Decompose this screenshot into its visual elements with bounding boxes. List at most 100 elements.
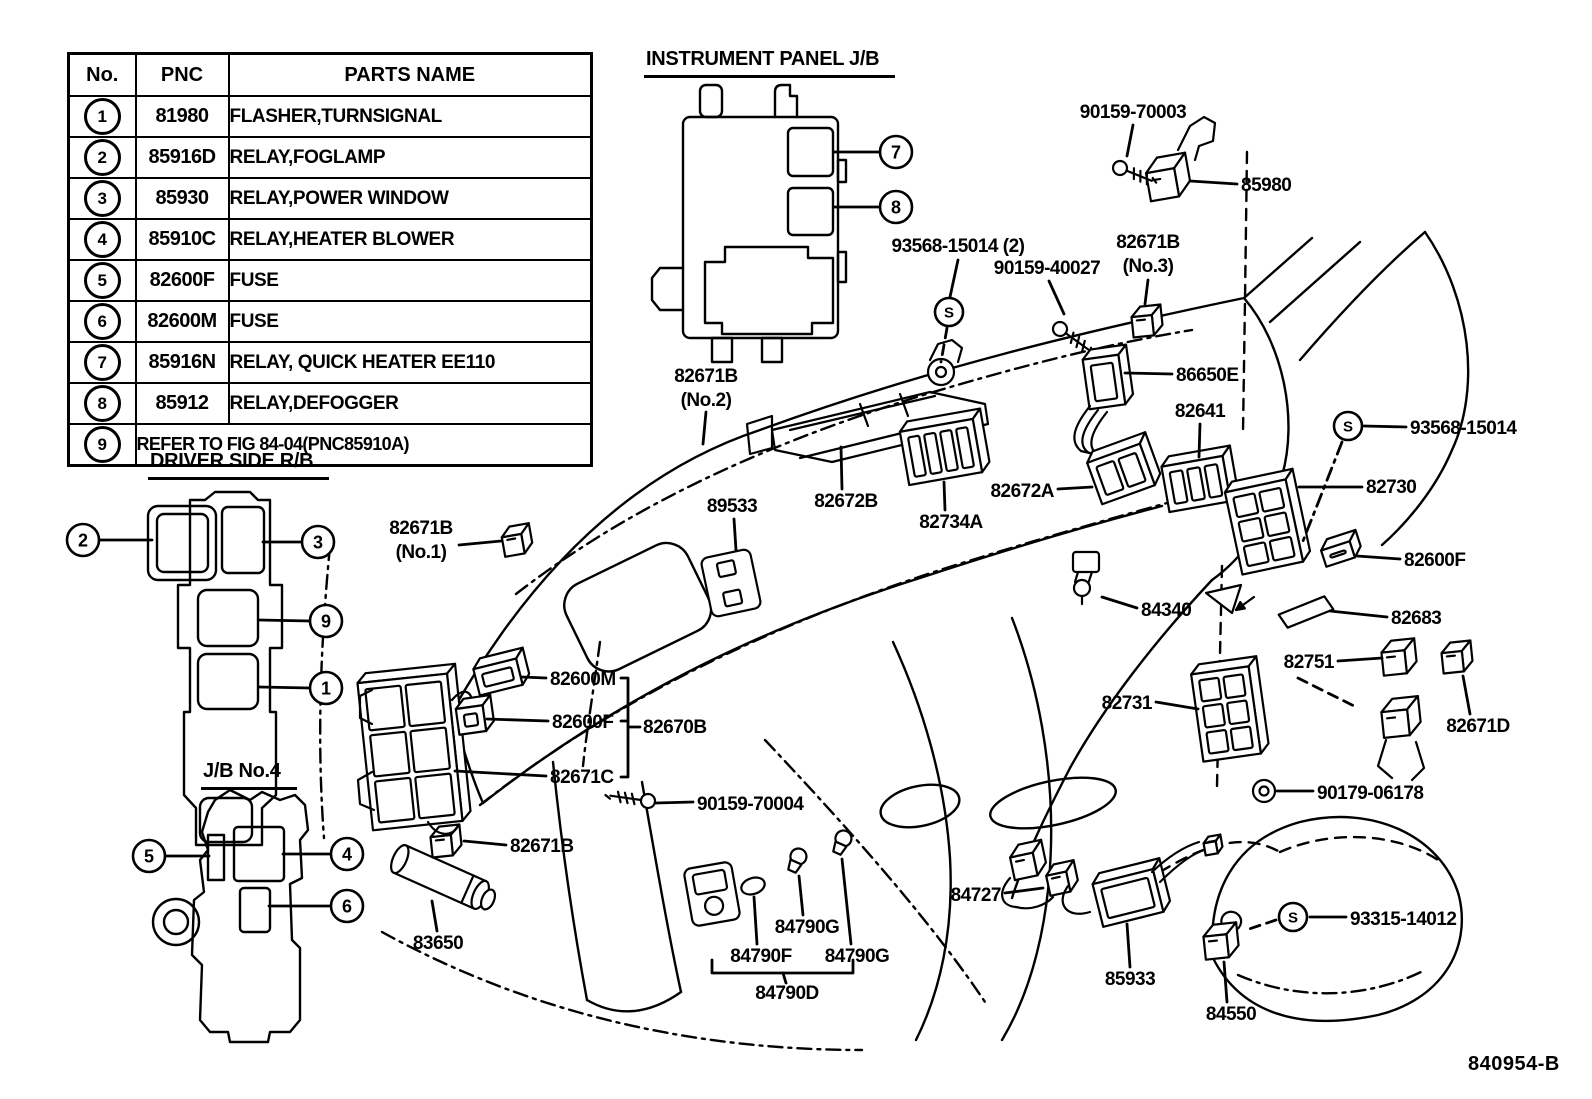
callout-line bbox=[257, 618, 312, 623]
part-label-93315-14012: 93315-14012 bbox=[1247, 909, 1457, 931]
part-glyph-85980 bbox=[1144, 151, 1192, 203]
part-name-cell: FUSE bbox=[227, 300, 593, 343]
leader-line bbox=[1003, 886, 1045, 895]
s-circle bbox=[1332, 410, 1364, 442]
leader-line bbox=[797, 874, 805, 917]
part-glyph-82600f-right bbox=[1320, 528, 1362, 568]
part-glyph-84550-knob bbox=[1220, 910, 1243, 933]
callout-number: 6 bbox=[342, 897, 352, 917]
col-header-name: PARTS NAME bbox=[227, 52, 593, 97]
part-label-84790F: 84790F bbox=[730, 895, 792, 967]
callout-number: 8 bbox=[891, 198, 901, 218]
part-glyph-85980-bracket bbox=[1176, 115, 1217, 162]
jb-no4-title: J/B No.4 bbox=[201, 760, 297, 790]
part-glyph-84727-a bbox=[1008, 838, 1048, 882]
part-glyph-82672b-post bbox=[928, 338, 964, 364]
col-header-pnc: PNC bbox=[134, 52, 230, 97]
part-label-85933: 85933 bbox=[1105, 922, 1156, 990]
part-label-90159-70003: 90159-70003 bbox=[1080, 102, 1187, 158]
circled-number: 5 bbox=[83, 262, 121, 299]
leader-line bbox=[752, 895, 759, 946]
callout-9: 9 bbox=[257, 603, 344, 639]
callout-number: 5 bbox=[144, 847, 154, 867]
circled-number: 3 bbox=[83, 180, 121, 217]
part-label-82731: 82731 bbox=[1102, 693, 1200, 714]
part-number-text: 86650E bbox=[1176, 365, 1239, 386]
callout-number: 4 bbox=[342, 845, 352, 865]
part-glyph-82600m-fuse bbox=[472, 646, 531, 697]
part-label-85980: 85980 bbox=[1188, 175, 1292, 196]
part-glyph-82600f-left-fuse bbox=[454, 693, 495, 736]
circled-number: 7 bbox=[83, 344, 121, 381]
part-number-text: 82671D bbox=[1446, 716, 1510, 737]
leader-line bbox=[1301, 440, 1344, 543]
screw-marker: S bbox=[933, 296, 965, 328]
part-number-text: 82751 bbox=[1284, 652, 1335, 673]
part-glyph-84340-arrow bbox=[1234, 595, 1256, 612]
part-number-text: 93315-14012 bbox=[1350, 909, 1457, 930]
rb-slot-1 bbox=[196, 652, 260, 711]
circled-number: 2 bbox=[83, 139, 121, 176]
leader-line bbox=[1355, 554, 1402, 561]
leader-line bbox=[1123, 371, 1174, 376]
part-number-text: 82730 bbox=[1366, 477, 1416, 498]
part-glyph-82751-upper bbox=[1380, 637, 1418, 677]
part-name-cell: RELAY,FOGLAMP bbox=[227, 136, 593, 179]
part-glyph-89533-switch bbox=[700, 548, 762, 618]
pnc-cell: 85916N bbox=[134, 341, 230, 384]
part-label-82600F-left: 82600F bbox=[485, 712, 614, 733]
part-glyph-85933 bbox=[1091, 857, 1172, 928]
part-number-text: 82683 bbox=[1391, 608, 1441, 629]
part-glyph-82672b-boss bbox=[926, 357, 956, 387]
jb-slot-7 bbox=[786, 126, 835, 178]
part-glyph-82671b-no3 bbox=[1130, 303, 1164, 339]
hidden-line-85980 bbox=[1241, 150, 1249, 434]
row-number-cell: 4 bbox=[67, 218, 137, 261]
part-glyph-relay-block-left bbox=[356, 662, 472, 832]
jb-no4-drawing bbox=[151, 788, 310, 1044]
leader-line bbox=[942, 480, 947, 512]
part-label-84790D: 84790D bbox=[710, 958, 855, 1004]
leader-line bbox=[939, 326, 949, 364]
part-label-82671B-No3: 82671B(No.3) bbox=[1116, 232, 1180, 306]
callout-circle bbox=[308, 603, 344, 639]
circled-number: 9 bbox=[83, 426, 121, 463]
part-number-text: (No.3) bbox=[1123, 256, 1174, 277]
part-label-93568-15014: 93568-15014 bbox=[1301, 418, 1518, 543]
callout-circle bbox=[131, 838, 167, 874]
part-label-93568-15014-2: 93568-15014 (2) bbox=[892, 236, 1025, 364]
callout-circle bbox=[329, 836, 365, 872]
part-number-text: 84727 bbox=[951, 885, 1001, 906]
leader-line bbox=[1188, 179, 1239, 186]
s-letter: S bbox=[1288, 910, 1298, 927]
s-letter: S bbox=[944, 305, 954, 322]
pnc-cell: 85912 bbox=[134, 382, 230, 425]
part-label-84790G-top: 84790G bbox=[775, 874, 840, 938]
seat-outline bbox=[1211, 815, 1464, 1022]
part-number-text: 93568-15014 (2) bbox=[892, 236, 1025, 257]
part-label-82734A: 82734A bbox=[919, 480, 984, 533]
pnc-cell: 81980 bbox=[134, 95, 230, 138]
leader-line bbox=[1336, 656, 1384, 663]
leader-line bbox=[430, 899, 439, 933]
pnc-cell: 82600M bbox=[134, 300, 230, 343]
leader-line bbox=[462, 839, 508, 847]
part-number-text: 82734A bbox=[919, 512, 983, 533]
callout-circle bbox=[878, 134, 914, 170]
jb4-slot-4 bbox=[232, 825, 286, 883]
leader-line bbox=[1362, 424, 1408, 429]
part-glyph-82641 bbox=[1160, 444, 1239, 514]
part-number-text: 84340 bbox=[1141, 600, 1191, 621]
row-number-cell: 5 bbox=[67, 259, 137, 302]
callout-1: 1 bbox=[257, 670, 344, 706]
part-glyph-84550 bbox=[1202, 921, 1240, 961]
part-number-text: 90159-40027 bbox=[994, 258, 1101, 279]
leader-line bbox=[839, 445, 844, 491]
leader-line bbox=[1125, 123, 1135, 158]
